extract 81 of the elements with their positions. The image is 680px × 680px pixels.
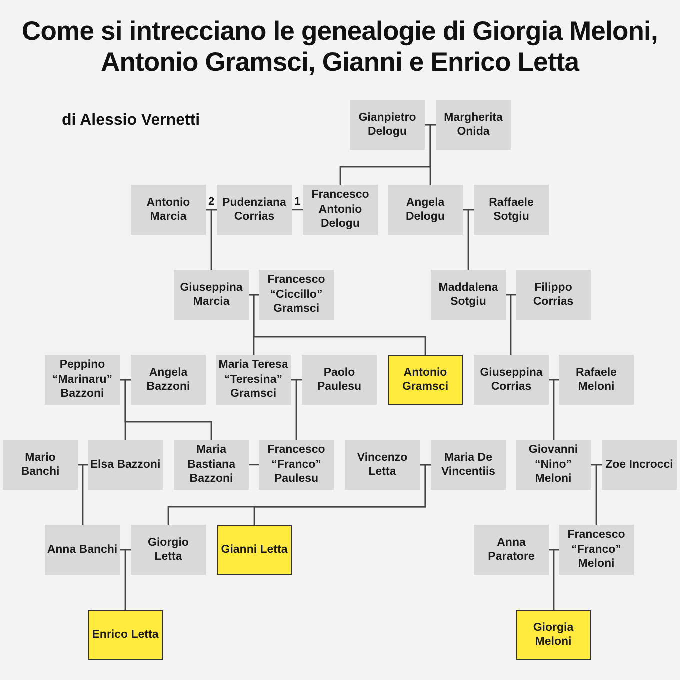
person-name: Elsa Bazzoni xyxy=(90,458,161,472)
person-box xyxy=(516,440,591,490)
person-name: Angela Bazzoni xyxy=(146,366,192,394)
person-name: Francesco “Franco” Meloni xyxy=(566,528,626,572)
person-box xyxy=(45,525,120,575)
person-box xyxy=(345,440,420,490)
person-box xyxy=(259,270,334,320)
person-box xyxy=(131,185,206,235)
person-name: Paolo Paulesu xyxy=(316,366,363,394)
person-name: Maria Bastiana Bazzoni xyxy=(186,443,236,487)
person-name: Francesco “Ciccillo” Gramsci xyxy=(266,273,326,317)
person-name: Maria De Vincentiis xyxy=(440,450,497,480)
person-box xyxy=(131,525,206,575)
person-box xyxy=(259,440,334,490)
descent-line xyxy=(82,464,88,525)
descent-line xyxy=(596,464,602,525)
marriage-line xyxy=(249,464,259,466)
person-name: Giorgio Letta xyxy=(147,536,190,564)
title: Come si intrecciano le genealogie di Giorgia Meloni, Antonio Gramsci, Gianni e Enrico Letta xyxy=(21,16,659,78)
person-name: Maria Teresa “Teresina” Gramsci xyxy=(218,358,289,402)
person-name: Gianni Letta xyxy=(221,542,288,558)
person-name: Francesco “Franco” Paulesu xyxy=(266,443,326,487)
person-name: Giuseppina Corrias xyxy=(479,366,544,394)
person-box xyxy=(217,185,292,235)
person-name: Vincenzo Letta xyxy=(356,450,409,480)
person-name: Angela Delogu xyxy=(405,196,446,224)
person-box xyxy=(436,100,511,150)
person-box xyxy=(88,440,163,490)
person-box xyxy=(388,185,463,235)
person-box xyxy=(174,440,249,490)
person-box xyxy=(474,355,549,405)
person-box xyxy=(3,440,78,490)
person-name: Anna Paratore xyxy=(487,536,536,564)
descent-line xyxy=(510,294,516,355)
person-box xyxy=(131,355,206,405)
descent-line xyxy=(468,209,474,270)
edge-label: 2 xyxy=(208,196,216,208)
person-name: Zoe Incrocci xyxy=(606,458,674,472)
person-name: Peppino “Marinaru” Bazzoni xyxy=(51,358,114,402)
person-name: Antonio Gramsci xyxy=(401,366,450,394)
highlighted-person-box xyxy=(217,525,292,575)
person-name: Filippo Corrias xyxy=(532,280,575,310)
person-box xyxy=(302,355,377,405)
descent-line xyxy=(124,549,131,610)
person-box xyxy=(516,270,591,320)
person-box xyxy=(45,355,120,405)
person-name: Rafaele Meloni xyxy=(575,366,618,394)
descent-line xyxy=(553,379,559,440)
highlighted-person-box xyxy=(88,610,163,660)
person-box xyxy=(174,270,249,320)
descent-line xyxy=(553,549,559,610)
marriage-line xyxy=(292,209,303,211)
person-name: Giuseppina Marcia xyxy=(179,280,244,310)
descent-line xyxy=(296,379,302,440)
person-name: Giorgia Meloni xyxy=(532,620,575,650)
person-name: Mario Banchi xyxy=(20,450,61,480)
person-box xyxy=(602,440,677,490)
person-box xyxy=(559,355,634,405)
person-name: Francesco Antonio Delogu xyxy=(310,188,370,232)
person-box xyxy=(431,440,506,490)
person-box xyxy=(431,270,506,320)
byline: di Alessio Vernetti xyxy=(62,112,200,130)
person-name: Gianpietro Delogu xyxy=(358,110,418,140)
person-name: Anna Banchi xyxy=(47,542,118,558)
person-name: Pudenziana Corrias xyxy=(222,196,288,224)
person-box xyxy=(559,525,634,575)
person-name: Maddalena Sotgiu xyxy=(438,280,500,310)
person-name: Antonio Marcia xyxy=(146,196,192,224)
person-box xyxy=(350,100,425,150)
person-box xyxy=(474,525,549,575)
descent-line xyxy=(430,124,436,185)
person-box xyxy=(474,185,549,235)
descent-line xyxy=(210,209,217,270)
person-name: Margherita Onida xyxy=(443,110,504,140)
person-name: Raffaele Sotgiu xyxy=(488,196,535,224)
highlighted-person-box xyxy=(516,610,591,660)
person-name: Enrico Letta xyxy=(92,628,159,642)
edge-label: 1 xyxy=(294,196,302,208)
person-box xyxy=(303,185,378,235)
person-name: Giovanni “Nino” Meloni xyxy=(528,443,580,487)
highlighted-person-box xyxy=(388,355,463,405)
